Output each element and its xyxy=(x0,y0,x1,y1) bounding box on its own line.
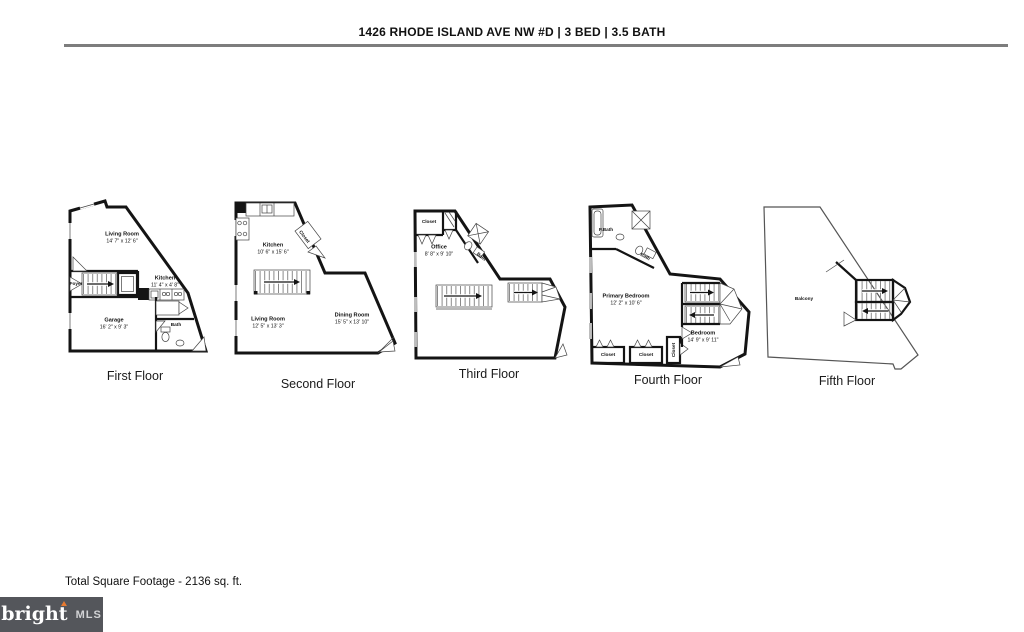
floorplan-fifth-floor: Balcony Fifth Floor xyxy=(758,192,936,397)
brightmls-logo: bright MLS xyxy=(0,597,103,632)
room-label-primary-bedroom: Primary Bedroom 12' 2" x 10' 6" xyxy=(602,293,650,307)
fourth-floor-drawing xyxy=(588,203,751,369)
floor-label-fifth: Fifth Floor xyxy=(818,374,876,388)
floorplan-first-floor: Living Room 14' 7" x 12' 6" Foyer Kitche… xyxy=(60,193,210,393)
room-label-balcony: Balcony xyxy=(794,295,814,301)
floorplan-second-floor: Kitchen 10' 6" x 15' 6" Closet Living Ro… xyxy=(228,190,408,395)
fifth-floor-drawing xyxy=(763,206,919,370)
floor-label-third: Third Floor xyxy=(458,367,520,381)
third-floor-drawing xyxy=(413,209,568,360)
room-label-kitchen: Kitchen 11' 4" x 4' 8" xyxy=(150,275,180,289)
first-floor-drawing xyxy=(68,199,209,353)
room-label-closet-1: Closet xyxy=(600,351,616,357)
brightmls-logo-suffix: MLS xyxy=(75,608,102,621)
room-label-office: Office 8' 8" x 9' 10" xyxy=(424,244,454,258)
room-label-kitchen: Kitchen 10' 6" x 15' 6" xyxy=(257,242,289,256)
second-floor-drawing xyxy=(234,201,397,355)
floor-label-second: Second Floor xyxy=(280,377,356,391)
floor-label-fourth: Fourth Floor xyxy=(633,373,703,387)
room-label-garage: Garage 16' 2" x 9' 3" xyxy=(99,317,129,331)
total-square-footage: Total Square Footage - 2136 sq. ft. xyxy=(65,576,243,588)
room-label-closet-3: Closet xyxy=(670,342,676,358)
header-divider xyxy=(64,44,1008,47)
room-label-foyer: Foyer xyxy=(69,280,83,286)
room-label-dining-room: Dining Room 15' 5" x 13' 10" xyxy=(334,312,370,326)
room-label-bath: Bath xyxy=(170,321,182,327)
floorplan-fourth-floor: P.Bath Bath Primary Bedroom 12' 2" x 10'… xyxy=(582,197,754,397)
room-label-living-room: Living Room 12' 5" x 13' 3" xyxy=(251,316,285,330)
floor-label-first: First Floor xyxy=(106,369,164,383)
room-label-pbath: P.Bath xyxy=(598,226,614,232)
room-label-closet-2: Closet xyxy=(638,351,654,357)
logo-caret-icon xyxy=(60,601,67,606)
room-label-bedroom: Bedroom 14' 9" x 9' 11" xyxy=(687,330,719,344)
room-label-living-room: Living Room 14' 7" x 12' 6" xyxy=(105,231,139,245)
floorplan-third-floor: Closet Office 8' 8" x 9' 10" Bath Third … xyxy=(408,197,570,392)
room-label-closet: Closet xyxy=(421,218,437,224)
brightmls-logo-wordmark: bright xyxy=(1,601,68,625)
page-title: 1426 RHODE ISLAND AVE NW #D | 3 BED | 3.… xyxy=(358,25,666,39)
